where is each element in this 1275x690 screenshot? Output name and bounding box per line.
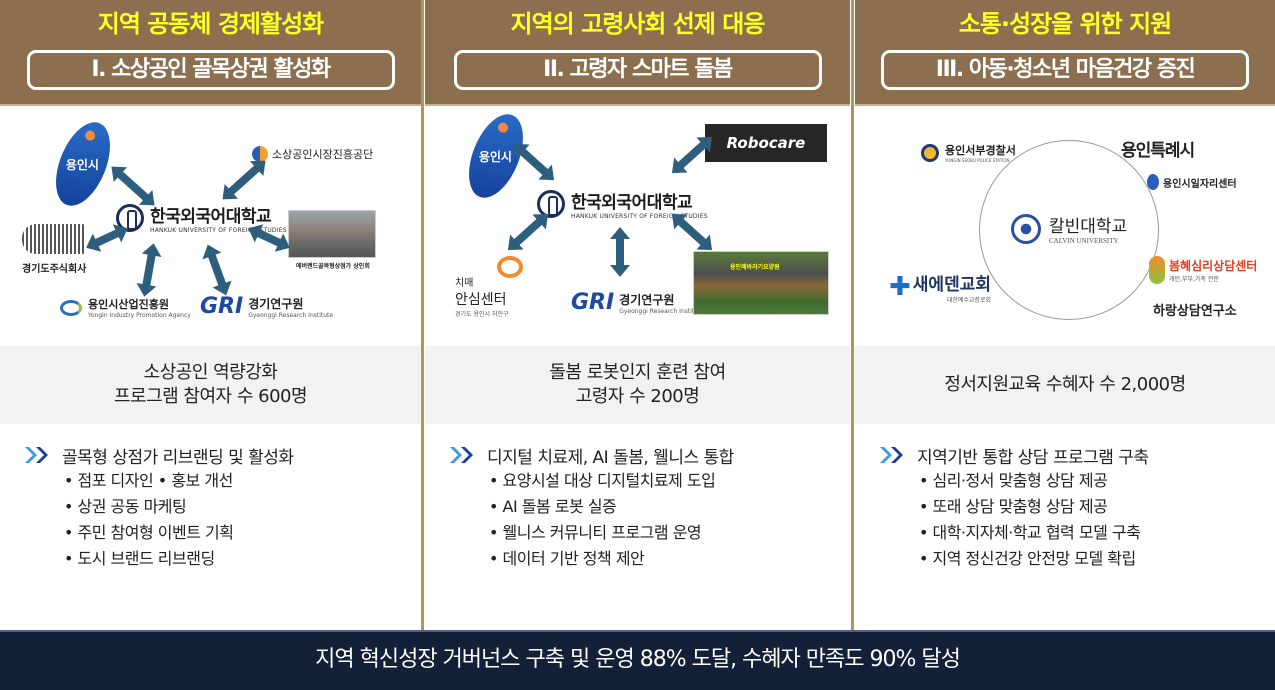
job-center-logo: 용인시일자리센터	[1147, 174, 1237, 190]
list-item: • 도시 브랜드 리브랜딩	[64, 549, 215, 568]
link-arrow	[676, 140, 708, 170]
double-chevron-icon	[25, 447, 48, 463]
merchant-street-photo	[288, 210, 376, 258]
link-arrow	[676, 217, 708, 247]
job-center-icon	[1147, 174, 1159, 190]
list-item: • 웰니스 커뮤니티 프로그램 운영	[489, 523, 702, 542]
kpi-box: 소상공인 역량강화 프로그램 참여자 수 600명	[0, 346, 421, 424]
list-item: • 대학·지자체·학교 협력 모델 구축	[919, 523, 1141, 542]
kpi-box: 정서지원교육 수혜자 수 2,000명	[855, 346, 1275, 424]
merchant-assoc-label: 에버랜드골목형상점가 상인회	[296, 263, 370, 270]
list-heading: 디지털 치료제, AI 돌봄, 웰니스 통합	[449, 442, 850, 468]
care-home-photo: 용인해바라기요양원	[693, 251, 829, 315]
gri-icon: GRI	[571, 290, 615, 315]
calvin-seal-icon	[1011, 213, 1041, 244]
theme-title: 지역의 고령사회 선제 대응	[510, 10, 766, 38]
list-item: • 상권 공동 마케팅	[64, 497, 187, 516]
list-item: • 요양시설 대상 디지털치료제 도입	[489, 471, 716, 490]
link-arrow	[616, 237, 624, 267]
gri-icon: GRI	[200, 294, 244, 319]
link-arrow	[93, 228, 121, 248]
yipa-icon	[60, 299, 82, 316]
program-title: I. 소상공인 골목상권 활성화	[26, 50, 395, 90]
yongin-city-logo: 용인시	[45, 114, 121, 214]
heart-icon	[1149, 256, 1165, 284]
list-item: • AI 돌봄 로봇 실증	[489, 497, 617, 516]
list-heading: 지역기반 통합 상담 프로그램 구축	[879, 442, 1275, 468]
gg-icon	[22, 224, 86, 254]
list-item: • 또래 상담 맞춤형 상담 제공	[919, 497, 1108, 516]
police-badge-icon	[921, 143, 939, 162]
semas-logo: 소상공인시장진흥공단	[252, 146, 373, 162]
list-item: • 주민 참여형 이벤트 기획	[64, 523, 234, 542]
list-heading: 골목형 상점가 리브랜딩 및 활성화	[24, 442, 421, 468]
list-item: • 심리·정서 맞춤형 상담 제공	[919, 471, 1108, 490]
special-city-logo: 용인특례시	[1121, 141, 1195, 161]
column-header: 소통·성장을 위한 지원 III. 아동·청소년 마음건강 증진	[855, 0, 1275, 106]
column-elderly-care: 지역의 고령사회 선제 대응 II. 고령자 스마트 돌봄 용인시 Roboca…	[425, 0, 850, 630]
program-title: II. 고령자 스마트 돌봄	[453, 50, 822, 90]
link-arrow	[512, 217, 544, 247]
column-divider	[851, 0, 854, 630]
link-arrow	[142, 252, 156, 288]
list-item: • 지역 정신건강 안전망 모델 확립	[919, 549, 1136, 568]
column-header: 지역 공동체 경제활성화 I. 소상공인 골목상권 활성화	[0, 0, 421, 106]
column-divider	[421, 0, 424, 630]
action-list: 디지털 치료제, AI 돌봄, 웰니스 통합 • 요양시설 대상 디지털치료제 …	[425, 424, 850, 572]
harang-label: 하랑상담연구소	[1153, 304, 1237, 319]
footer-summary: 지역 혁신성장 거버넌스 구축 및 운영 88% 도달, 수혜자 만족도 90%…	[0, 630, 1275, 690]
link-arrow	[207, 252, 227, 288]
network-circle	[979, 140, 1159, 320]
link-arrow	[116, 170, 150, 202]
double-chevron-icon	[450, 447, 473, 463]
kpi-box: 돌봄 로봇인지 훈련 참여 고령자 수 200명	[425, 346, 850, 424]
column-local-economy: 지역 공동체 경제활성화 I. 소상공인 골목상권 활성화 용인시 소상공인시장…	[0, 0, 421, 630]
list-item: • 데이터 기반 정책 제안	[489, 549, 645, 568]
theme-title: 지역 공동체 경제활성화	[97, 10, 325, 38]
cross-icon: ✚	[889, 272, 911, 302]
list-item: • 점포 디자인 • 홍보 개선	[64, 471, 233, 490]
action-list: 지역기반 통합 상담 프로그램 구축 • 심리·정서 맞춤형 상담 제공 • 또…	[855, 424, 1275, 572]
column-youth-mental-health: 소통·성장을 위한 지원 III. 아동·청소년 마음건강 증진 용인서부경찰서…	[855, 0, 1275, 630]
link-arrow	[227, 164, 261, 196]
link-arrow	[518, 147, 550, 177]
action-list: 골목형 상점가 리브랜딩 및 활성화 • 점포 디자인 • 홍보 개선 • 상권…	[0, 424, 421, 572]
theme-title: 소통·성장을 위한 지원	[958, 10, 1173, 38]
double-chevron-icon	[880, 447, 903, 463]
dementia-center-icon	[497, 256, 523, 278]
program-title: III. 아동·청소년 마음건강 증진	[881, 50, 1249, 90]
gyeonggi-corp-logo: 경기도주식회사	[22, 224, 86, 275]
robocare-logo: Robocare	[705, 124, 827, 162]
column-header: 지역의 고령사회 선제 대응 II. 고령자 스마트 돌봄	[425, 0, 850, 106]
